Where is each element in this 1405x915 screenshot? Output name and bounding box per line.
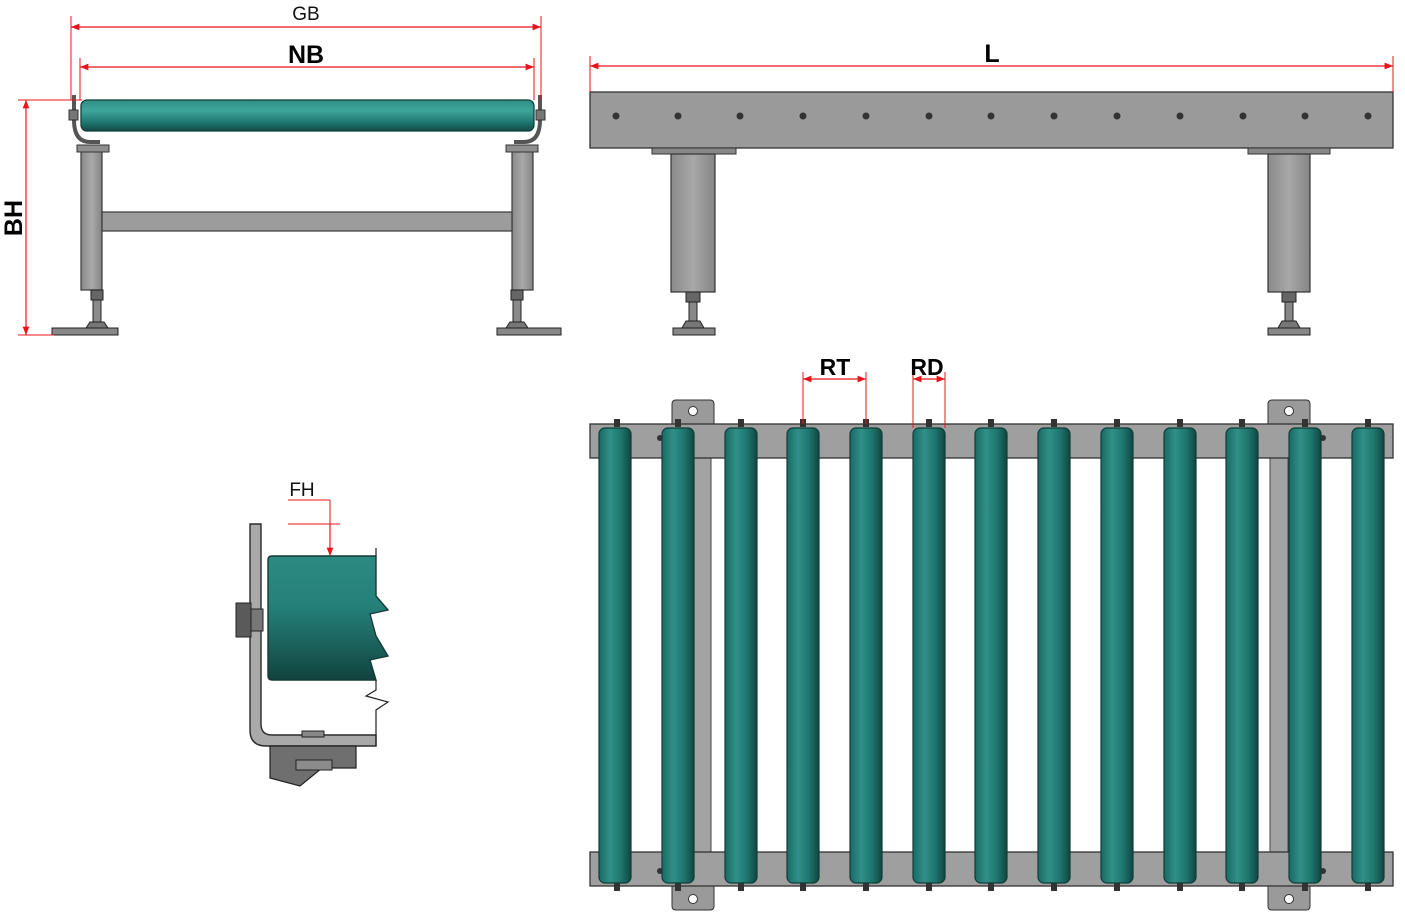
detail-view: FH	[235, 480, 390, 787]
side-frame-rail	[589, 91, 1394, 149]
side-view: L	[589, 40, 1394, 336]
bh-label: BH	[0, 200, 28, 236]
front-view: GB NB BH	[0, 4, 562, 336]
roller	[724, 419, 758, 891]
front-right-foot	[496, 327, 562, 336]
top-view: RT RD	[589, 354, 1394, 911]
side-left-leg	[670, 153, 716, 293]
roller	[1288, 419, 1322, 891]
front-roller	[80, 99, 535, 132]
side-frame-holes	[612, 112, 1372, 120]
roller	[1100, 419, 1134, 891]
top-left-leg-rail	[692, 457, 712, 854]
front-left-foot	[51, 327, 119, 336]
l-label: L	[984, 40, 999, 68]
rollers	[598, 419, 1385, 891]
front-right-leg	[511, 149, 534, 291]
cross-beam	[101, 211, 513, 232]
fh-label: FH	[289, 480, 314, 501]
roller	[1351, 419, 1385, 891]
detail-roller	[267, 555, 390, 681]
roller	[1225, 419, 1259, 891]
side-right-leg	[1267, 153, 1311, 293]
gb-label: GB	[292, 4, 319, 25]
roller	[849, 419, 883, 891]
roller	[598, 419, 632, 891]
roller	[786, 419, 820, 891]
rd-label: RD	[910, 354, 943, 380]
detail-bolt	[235, 602, 252, 638]
roller	[912, 419, 946, 891]
roller	[974, 419, 1008, 891]
roller	[1037, 419, 1071, 891]
top-right-leg-rail	[1269, 457, 1289, 854]
roller	[661, 419, 695, 891]
roller	[1163, 419, 1197, 891]
front-left-leg	[80, 149, 103, 291]
nb-label: NB	[288, 41, 324, 69]
rt-label: RT	[820, 354, 851, 380]
